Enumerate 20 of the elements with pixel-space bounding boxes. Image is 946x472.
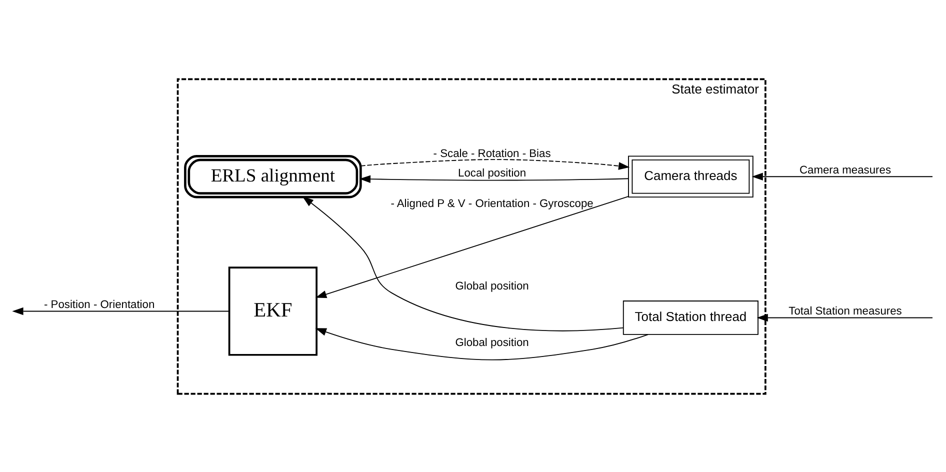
edge-label: Camera measures <box>800 164 892 176</box>
edge-label: - Position - Orientation <box>44 298 155 311</box>
arrow <box>315 196 629 298</box>
edge-label: Global position <box>455 280 529 292</box>
arrow <box>302 196 624 331</box>
arrow <box>315 328 648 360</box>
edge-label: Local position <box>458 166 526 179</box>
node-box: ERLS alignment <box>184 154 362 198</box>
arrow <box>12 306 230 315</box>
arrow <box>752 172 933 180</box>
arrow <box>359 174 629 182</box>
edge-label: - Aligned P & V - Orientation - Gyroscope <box>390 197 594 210</box>
arrow <box>360 158 630 170</box>
node-box: EKF <box>228 266 318 356</box>
edge-label: Total Station measures <box>788 305 902 318</box>
node-box: Camera threads <box>628 155 754 197</box>
node-box: Total Station thread <box>622 300 758 334</box>
edge-label: - Scale - Rotation - Bias <box>433 147 551 160</box>
arrow <box>756 313 933 322</box>
edge-label: Global position <box>455 336 529 349</box>
